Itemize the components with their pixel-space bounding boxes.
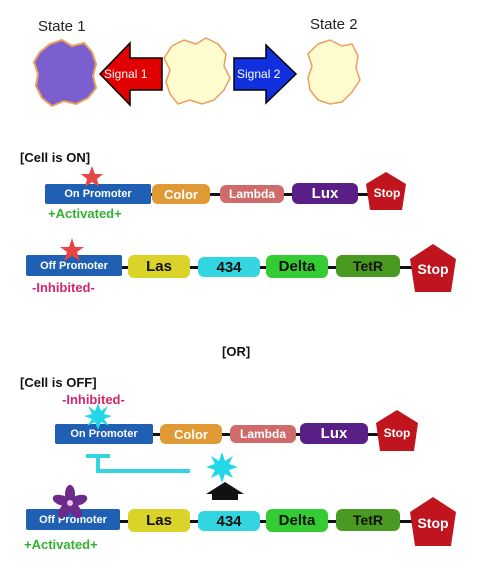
signal1-arrow [98, 41, 163, 107]
stop-label: Stop [383, 426, 411, 440]
stop-label: Stop [417, 515, 449, 531]
on-promoter: On Promoter [45, 184, 151, 204]
activated-label: +Activated+ [24, 537, 98, 552]
color-gene: Color [160, 424, 222, 444]
off-heading: [Cell is OFF] [20, 375, 97, 390]
up-arrow-icon [206, 482, 244, 500]
lux-gene: Lux [292, 183, 358, 204]
lambda-gene: Lambda [230, 425, 296, 443]
or-label: [OR] [222, 344, 251, 359]
g434-gene: 434 [198, 257, 260, 277]
cell-state1 [32, 38, 98, 108]
activated-label: +Activated+ [48, 206, 122, 221]
las-gene: Las [128, 255, 190, 278]
stop-shape [410, 497, 456, 546]
on-heading: [Cell is ON] [20, 150, 91, 165]
star-icon [60, 238, 84, 261]
lambda-gene: Lambda [220, 185, 284, 203]
tetr-gene: TetR [336, 255, 400, 277]
tetr-gene: TetR [336, 509, 400, 531]
g434-gene: 434 [198, 511, 260, 531]
state2-label: State 2 [310, 16, 358, 33]
inhibited-label: -Inhibited- [62, 392, 125, 407]
stop-shape [366, 172, 406, 210]
delta-gene: Delta [266, 509, 328, 532]
off-promoter: Off Promoter [26, 255, 122, 276]
on-promoter: On Promoter [55, 424, 153, 444]
color-gene: Color [152, 184, 210, 204]
burst-icon [84, 403, 112, 430]
burst-icon [206, 452, 238, 483]
pinwheel-icon [52, 485, 88, 519]
inhibition-arrow-icon [96, 456, 190, 473]
star-icon [81, 166, 103, 187]
signal1-label: Signal 1 [104, 67, 148, 81]
signal2-label: Signal 2 [237, 67, 281, 81]
stop-label: Stop [417, 261, 449, 277]
stop-label: Stop [373, 186, 401, 200]
signal2-arrow [233, 43, 298, 105]
lux-gene: Lux [300, 423, 368, 444]
delta-gene: Delta [266, 255, 328, 278]
off-promoter: Off Promoter [26, 509, 120, 530]
stop-shape [376, 410, 418, 451]
cell-state2 [307, 39, 361, 105]
cell-middle [163, 37, 231, 105]
stop-shape [410, 244, 456, 292]
state1-label: State 1 [38, 18, 86, 35]
las-gene: Las [128, 509, 190, 532]
inhibited-label: -Inhibited- [32, 280, 95, 295]
